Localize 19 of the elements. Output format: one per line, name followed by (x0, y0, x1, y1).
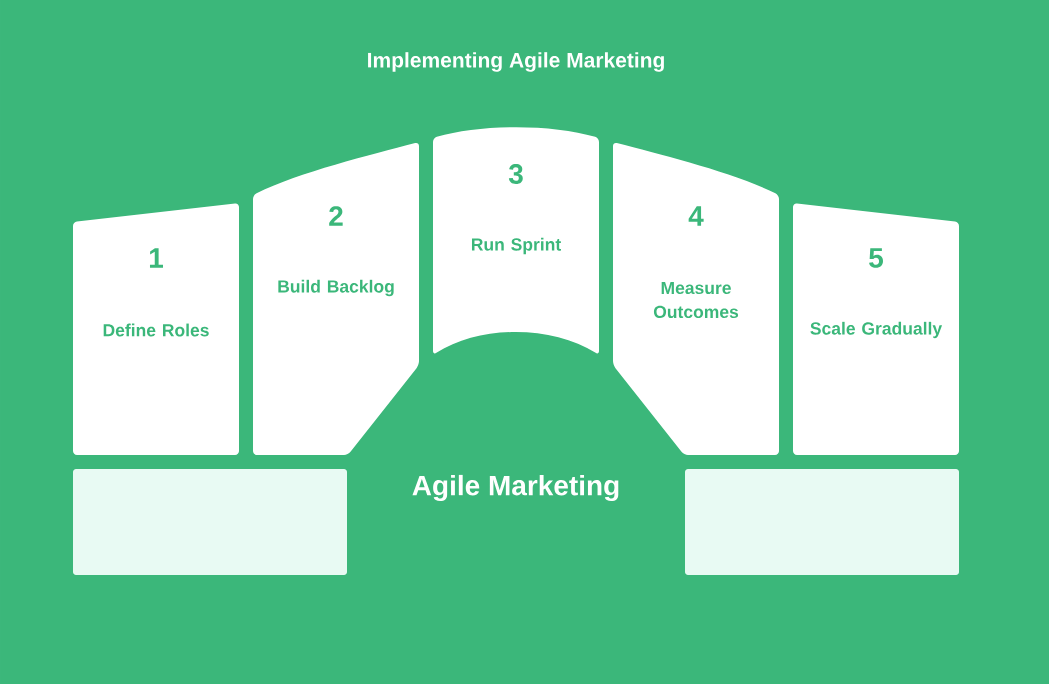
step-label: Run Sprint (472, 237, 561, 255)
step-number: 2 (329, 206, 343, 226)
step-number: 1 (150, 248, 163, 268)
center-label: Agile Marketing (412, 474, 619, 502)
step-card (73, 203, 239, 455)
step-card (793, 203, 959, 455)
step-label: Measure Outcomes (653, 281, 739, 319)
step-card (433, 127, 599, 354)
step-card (253, 142, 419, 455)
step-number: 3 (508, 164, 523, 184)
empty-box (73, 469, 347, 575)
step-label: Scale Gradually (810, 321, 943, 339)
step-number: 4 (688, 206, 704, 226)
step-number: 5 (869, 248, 883, 268)
step-label: Define Roles (103, 323, 209, 337)
title: Implementing Agile Marketing (368, 52, 664, 72)
empty-box (685, 469, 959, 575)
step-card (613, 142, 779, 455)
step-label: Build Backlog (278, 279, 394, 297)
